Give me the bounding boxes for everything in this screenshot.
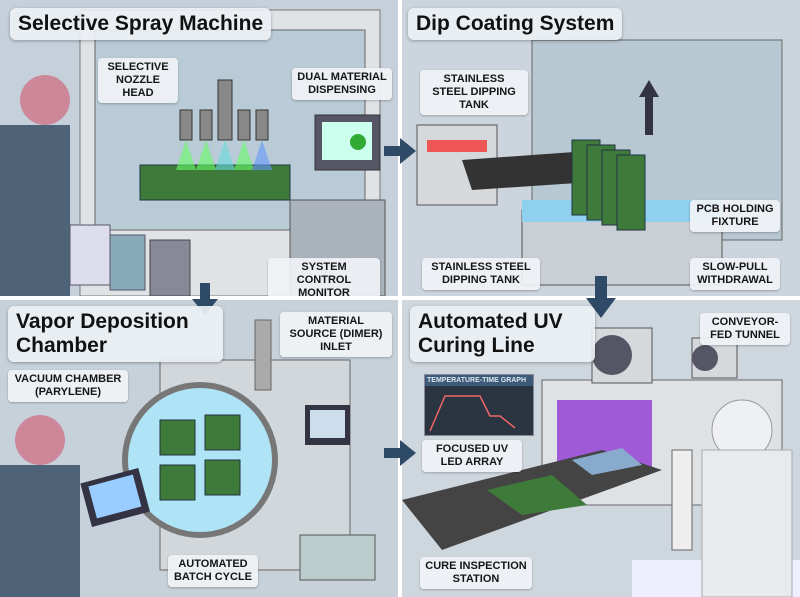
dip-coating-illustration xyxy=(416,39,783,286)
temperature-curve xyxy=(429,395,516,432)
label-automated-batch-cycle: AUTOMATED BATCH CYCLE xyxy=(168,555,258,587)
label-dipping-tank-bottom: STAINLESS STEEL DIPPING TANK xyxy=(422,258,540,290)
panel-title: Automated UV Curing Line xyxy=(410,306,595,362)
label-vacuum-chamber: VACUUM CHAMBER (PARYLENE) xyxy=(8,370,128,402)
label-dual-material-dispensing: DUAL MATERIAL DISPENSING xyxy=(292,68,392,100)
label-selective-nozzle-head: SELECTIVE NOZZLE HEAD xyxy=(98,58,178,103)
label-slow-pull-withdrawal: SLOW-PULL WITHDRAWAL xyxy=(690,258,780,290)
temperature-time-graph-inset: TEMPERATURE-TIME GRAPH xyxy=(424,374,534,436)
vapor-deposition-illustration xyxy=(0,319,376,597)
panel-title: Vapor Deposition Chamber xyxy=(8,306,223,362)
label-material-source-inlet: MATERIAL SOURCE (DIMER) INLET xyxy=(280,312,392,357)
panel-uv-curing: TEMPERATURE-TIME GRAPH Automated UV Curi… xyxy=(402,300,800,597)
right-arrow-icon xyxy=(384,440,416,466)
panel-dip-coating: Dip Coating System STAINLESS STEEL DIPPI… xyxy=(402,0,800,296)
uv-curing-illustration xyxy=(402,327,800,597)
panel-selective-spray: Selective Spray Machine SELECTIVE NOZZLE… xyxy=(0,0,398,296)
selective-spray-illustration xyxy=(0,9,386,296)
label-conveyor-fed-tunnel: CONVEYOR-FED TUNNEL xyxy=(700,313,790,345)
panel-title: Selective Spray Machine xyxy=(10,8,272,40)
label-system-control-monitor: SYSTEM CONTROL MONITOR xyxy=(268,258,380,296)
label-pcb-holding-fixture: PCB HOLDING FIXTURE xyxy=(690,200,780,232)
up-arrow-icon xyxy=(639,80,659,135)
label-focused-uv-led-array: FOCUSED UV LED ARRAY xyxy=(422,440,522,472)
panel-title: Dip Coating System xyxy=(408,8,623,40)
label-dipping-tank-top: STAINLESS STEEL DIPPING TANK xyxy=(420,70,528,115)
label-cure-inspection-station: CURE INSPECTION STATION xyxy=(420,557,532,589)
panel-vapor-deposition: Vapor Deposition Chamber MATERIAL SOURCE… xyxy=(0,300,398,597)
graph-title: TEMPERATURE-TIME GRAPH xyxy=(425,375,533,386)
right-arrow-icon xyxy=(384,138,416,164)
